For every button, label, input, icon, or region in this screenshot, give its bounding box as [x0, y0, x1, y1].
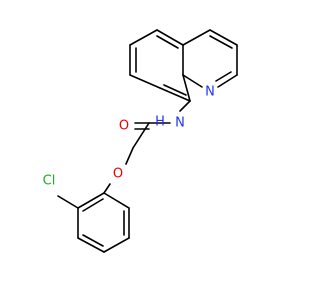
bond-ring1-c	[103, 237, 130, 253]
bond-p-4	[217, 74, 238, 88]
bond-q-2	[129, 74, 161, 89]
ring-nitrogen-label: N	[205, 85, 215, 100]
bond-p-4-inner	[215, 71, 232, 82]
bonds	[57, 29, 238, 253]
amide-hydrogen-label: H	[155, 115, 165, 130]
carbonyl-oxygen-label: O	[119, 119, 129, 134]
bond-q-4	[129, 29, 158, 46]
bond-p-1	[182, 29, 211, 46]
bond-ring1-a	[103, 192, 130, 209]
bond-p-2	[209, 29, 238, 46]
bond-ring-o	[103, 183, 111, 194]
bond-ring1-f-inner	[82, 198, 104, 212]
bond-n-c8	[179, 100, 191, 112]
bond-q-5	[156, 29, 184, 46]
amide-nitrogen-label: N	[175, 116, 185, 131]
bond-q-7	[182, 74, 191, 102]
atom-labels: Cl O O N H N	[43, 85, 215, 189]
bond-ring1-f	[77, 192, 105, 209]
chlorine-label: Cl	[43, 174, 56, 189]
bond-o-ch2	[125, 147, 134, 165]
bond-q-1-inner	[163, 84, 187, 96]
bond-p-2-inner	[209, 35, 233, 49]
molecule-diagram: Cl O O N H N	[43, 29, 238, 253]
bond-ring1-d-inner	[82, 234, 104, 247]
bond-p-5	[182, 74, 203, 88]
ether-oxygen-label: O	[113, 167, 123, 182]
bond-c-cl	[57, 195, 79, 209]
bond-ring1-d	[77, 237, 105, 253]
bond-ch2-co	[132, 122, 150, 149]
bond-q-1	[159, 87, 191, 102]
bond-q-5-inner	[156, 35, 179, 49]
